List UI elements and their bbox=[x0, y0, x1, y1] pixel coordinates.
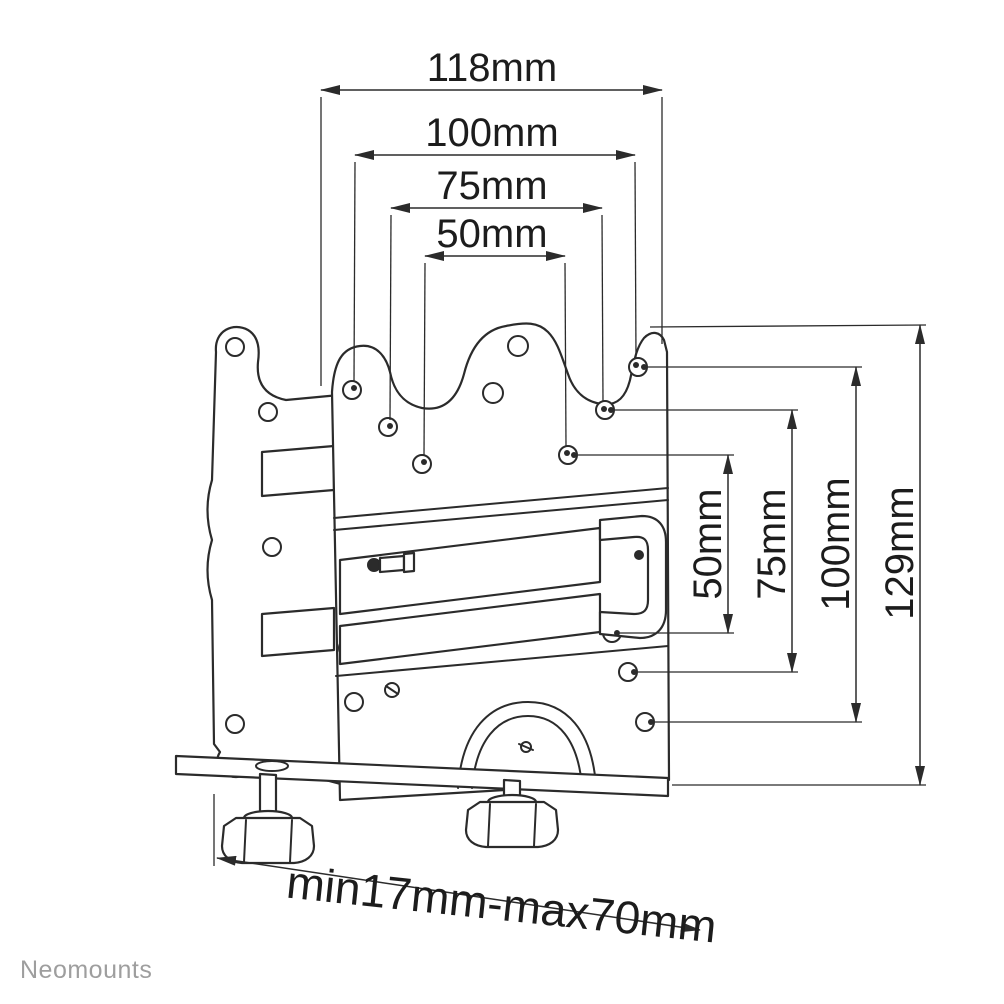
dim-right-129mm: 129mm bbox=[649, 324, 927, 786]
dim-right-100mm: 100mm bbox=[641, 364, 862, 725]
dim-label: 100mm bbox=[814, 477, 858, 610]
dim-label: 75mm bbox=[436, 164, 547, 208]
dim-top-100mm: 100mm bbox=[351, 111, 639, 391]
fold-line bbox=[333, 487, 669, 519]
vesa-hole bbox=[507, 335, 529, 357]
dim-label: 100mm bbox=[425, 111, 558, 155]
extension-line bbox=[649, 324, 927, 328]
back-plate-slots bbox=[260, 444, 336, 658]
fold-line bbox=[335, 645, 669, 677]
extension-line bbox=[389, 214, 392, 421]
dim-label: 50mm bbox=[686, 488, 730, 599]
knob-facet bbox=[289, 819, 293, 863]
back-plate-holes bbox=[225, 337, 282, 734]
front-plate-fold-lines bbox=[333, 487, 669, 677]
dim-right-75mm: 75mm bbox=[608, 407, 798, 675]
dim-label: 75mm bbox=[750, 488, 794, 599]
dim-line bbox=[216, 855, 701, 933]
leader-dot bbox=[648, 719, 654, 725]
dim-label: 118mm bbox=[427, 46, 557, 90]
dim-label: min17mm-max70mm bbox=[284, 856, 719, 953]
dim-top-118mm: 118mm bbox=[320, 46, 663, 386]
adjustment-screw bbox=[367, 551, 416, 574]
brand-logo: Neomounts bbox=[20, 956, 153, 984]
extension-line bbox=[423, 262, 426, 457]
clamp-upper-strap bbox=[338, 526, 602, 616]
knob-facet bbox=[243, 819, 247, 863]
dimension-annotations: 118mm 100mm 75mm 50mm bbox=[213, 46, 927, 953]
base-plate-outline bbox=[174, 754, 670, 798]
leader-dot bbox=[571, 452, 577, 458]
clamp-screw-hole bbox=[634, 550, 644, 560]
slot bbox=[260, 444, 336, 498]
extension-line bbox=[353, 161, 356, 383]
slot bbox=[260, 606, 336, 658]
screw-tip bbox=[402, 551, 416, 574]
leader-dot bbox=[421, 459, 427, 465]
base-slot bbox=[255, 760, 289, 772]
thumbscrew-left bbox=[220, 772, 316, 865]
dim-label: 129mm bbox=[878, 486, 922, 619]
leader-dot bbox=[631, 669, 637, 675]
dim-right-50mm: 50mm bbox=[571, 452, 734, 636]
clamp-bracket bbox=[598, 514, 668, 640]
arch-inner bbox=[471, 715, 583, 789]
screw-knob bbox=[367, 558, 381, 572]
extension-line bbox=[601, 214, 604, 403]
bracket-drawing bbox=[174, 322, 671, 865]
base-plate bbox=[174, 754, 670, 798]
hole bbox=[225, 714, 245, 734]
bottom-arch bbox=[457, 701, 597, 789]
dim-top-50mm: 50mm bbox=[421, 212, 570, 465]
leader-dot bbox=[387, 423, 393, 429]
leader-dot bbox=[633, 362, 639, 368]
screw-slot bbox=[518, 743, 534, 751]
hole bbox=[262, 537, 282, 557]
knob-facet bbox=[487, 803, 491, 847]
fold-line bbox=[333, 499, 669, 531]
arch-outer bbox=[457, 701, 597, 789]
dim-label: 50mm bbox=[436, 212, 547, 256]
leader-dot bbox=[641, 364, 647, 370]
knob-body bbox=[464, 800, 560, 849]
vesa-hole bbox=[344, 692, 364, 712]
screw-shaft bbox=[378, 554, 406, 574]
thumbscrew-right bbox=[464, 778, 560, 849]
clamp-assembly bbox=[338, 514, 668, 666]
dim-top-75mm: 75mm bbox=[387, 164, 607, 429]
hole bbox=[225, 337, 245, 357]
knob-facet bbox=[533, 803, 537, 847]
vesa-hole bbox=[482, 382, 504, 404]
leader-dot bbox=[601, 406, 607, 412]
leader-dot bbox=[351, 385, 357, 391]
leader-dot bbox=[564, 450, 570, 456]
extension-line bbox=[634, 161, 637, 360]
hole bbox=[258, 402, 278, 422]
leader-dot bbox=[614, 630, 620, 636]
back-plate bbox=[206, 325, 358, 790]
screw-slot bbox=[385, 685, 399, 695]
leader-dot bbox=[608, 407, 614, 413]
extension-line bbox=[564, 262, 567, 448]
